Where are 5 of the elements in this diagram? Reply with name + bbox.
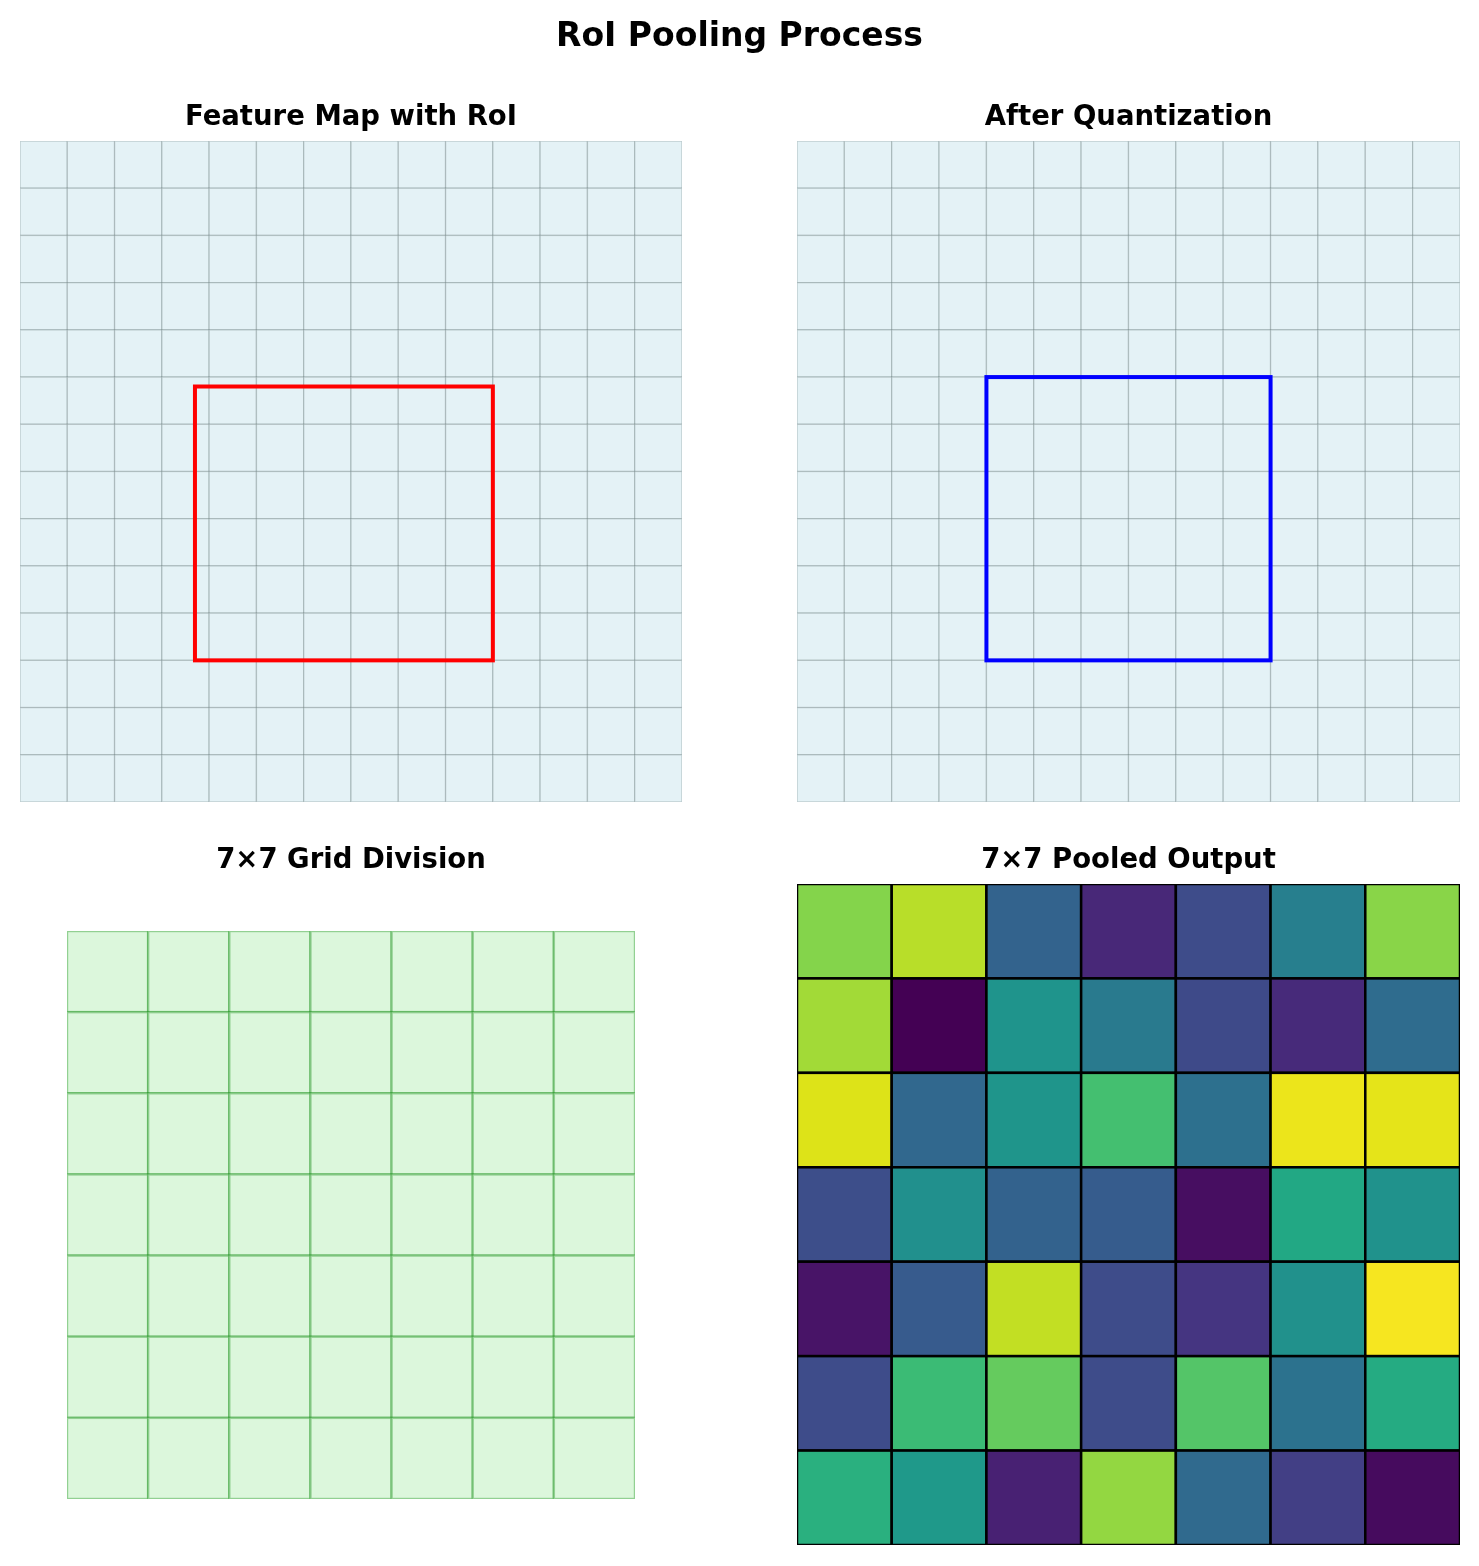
- panel-title: 7×7 Pooled Output: [981, 841, 1276, 875]
- diagram-title: RoI Pooling Process: [556, 15, 923, 55]
- panel-title: Feature Map with RoI: [185, 98, 517, 132]
- panel-title: After Quantization: [984, 98, 1273, 132]
- panel-title: 7×7 Grid Division: [216, 841, 486, 875]
